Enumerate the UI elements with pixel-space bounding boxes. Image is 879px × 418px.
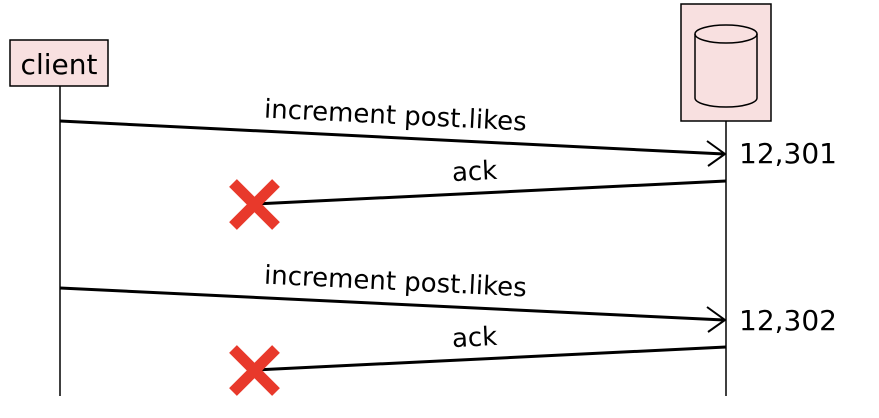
message-label: increment post.likes (263, 261, 527, 304)
failure-x-icon (229, 345, 280, 396)
message-arrow (59, 119, 725, 156)
database-icon (694, 24, 758, 108)
message-increment-1: increment post.likes (59, 94, 727, 167)
database-participant (680, 3, 772, 122)
message-arrow (59, 286, 725, 322)
message-arrow (254, 179, 727, 206)
message-label: ack (451, 322, 498, 354)
client-label: client (21, 48, 98, 81)
arrowhead (706, 306, 727, 333)
client-box (9, 39, 109, 87)
message-ack-2: ack (229, 322, 727, 396)
db-value: 12,301 (739, 137, 837, 170)
database-box (680, 3, 772, 122)
message-label: increment post.likes (263, 94, 527, 137)
db-value: 12,302 (739, 304, 837, 337)
message-arrow (254, 345, 727, 372)
arrowhead (706, 140, 727, 167)
message-ack-1: ack (229, 156, 727, 230)
failure-x-icon (229, 179, 280, 230)
message-increment-2: increment post.likes (59, 261, 727, 333)
client-participant: client (9, 39, 109, 87)
message-label: ack (451, 156, 498, 188)
